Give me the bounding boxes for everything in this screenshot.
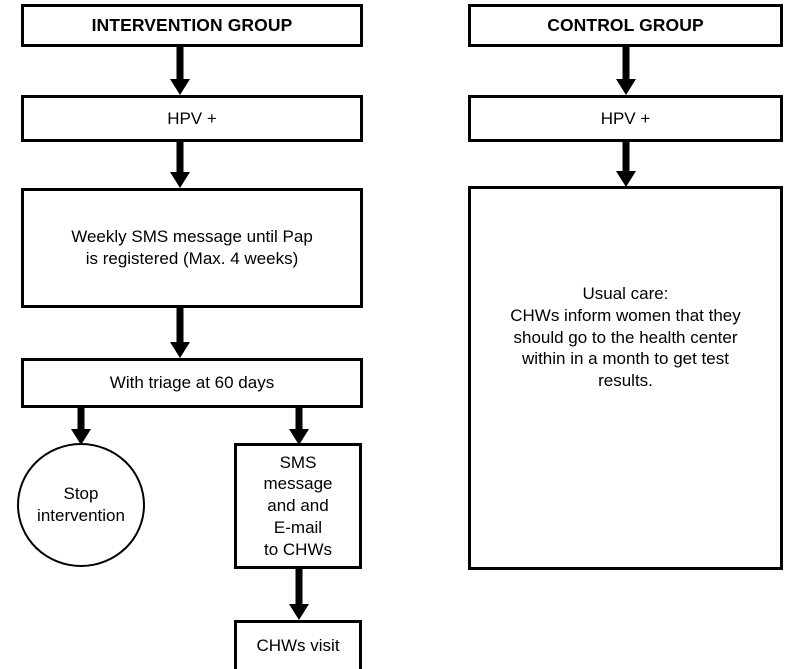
arrow-control-header-to-hpv (614, 47, 638, 95)
arrow-head-icon (616, 171, 636, 187)
node-stop-intervention: Stop intervention (17, 443, 145, 567)
node-weekly-sms-message: Weekly SMS message until Pap is register… (21, 188, 363, 308)
arrow-head-icon (616, 79, 636, 95)
node-control-hpv-positive: HPV + (468, 95, 783, 142)
arrow-shaft (622, 142, 630, 173)
node-label: Usual care: CHWs inform women that they … (510, 284, 741, 390)
arrow-weekly-sms-to-with-triage (168, 308, 192, 358)
arrow-shaft (295, 408, 303, 431)
arrow-head-icon (71, 429, 91, 445)
node-label: Weekly SMS message until Pap is register… (71, 227, 313, 268)
node-label: HPV + (167, 108, 217, 128)
arrow-shaft (77, 408, 85, 431)
arrow-head-icon (170, 79, 190, 95)
node-chws-visit: CHWs visit (234, 620, 362, 669)
arrow-shaft (176, 308, 184, 344)
node-with-triage-at-60-days: With triage at 60 days (21, 358, 363, 408)
node-label: With triage at 60 days (109, 373, 275, 393)
arrow-shaft (622, 47, 630, 81)
node-intervention-group-header: INTERVENTION GROUP (21, 4, 363, 47)
arrow-with-triage-to-stop-intervention (69, 408, 93, 445)
node-label: HPV + (600, 108, 651, 128)
arrow-head-icon (170, 172, 190, 188)
arrow-shaft (176, 142, 184, 174)
node-label: INTERVENTION GROUP (91, 15, 293, 36)
arrow-intervention-hpv-to-weekly-sms (168, 142, 192, 188)
arrow-control-hpv-to-usual-care (614, 142, 638, 187)
node-label: SMS message and and E-mail to CHWs (263, 452, 333, 559)
node-sms-message-and-email-to-chws: SMS message and and E-mail to CHWs (234, 443, 362, 569)
arrow-intervention-header-to-hpv (168, 47, 192, 95)
arrow-shaft (295, 569, 303, 606)
arrow-head-icon (289, 604, 309, 620)
arrow-shaft (176, 47, 184, 81)
node-intervention-hpv-positive: HPV + (21, 95, 363, 142)
node-control-group-header: CONTROL GROUP (468, 4, 783, 47)
arrow-with-triage-to-sms-email (287, 408, 311, 445)
node-usual-care: Usual care: CHWs inform women that they … (468, 186, 783, 570)
node-label: Stop intervention (37, 484, 125, 525)
node-label: CHWs visit (256, 636, 340, 656)
arrow-sms-email-to-chws-visit (287, 569, 311, 620)
arrow-head-icon (170, 342, 190, 358)
arrow-head-icon (289, 429, 309, 445)
node-label: CONTROL GROUP (547, 15, 704, 36)
